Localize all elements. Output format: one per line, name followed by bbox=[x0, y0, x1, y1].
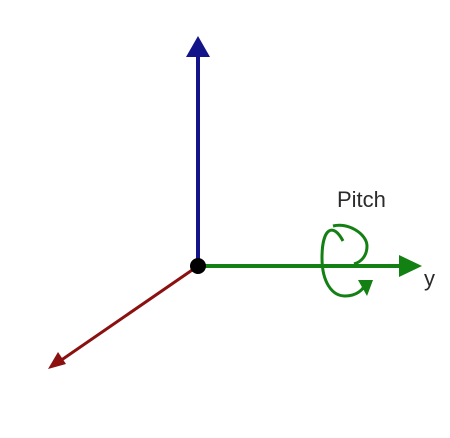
pitch-rotation-arrowhead bbox=[358, 280, 373, 296]
x-axis-arrowhead bbox=[48, 352, 66, 369]
y-axis-label: y bbox=[424, 266, 435, 291]
x-axis-line bbox=[59, 264, 199, 363]
z-axis bbox=[186, 36, 210, 266]
y-axis bbox=[198, 255, 422, 277]
pitch-rotation-back-arc bbox=[320, 228, 346, 298]
y-axis-arrowhead bbox=[399, 255, 422, 277]
origin-point bbox=[190, 258, 206, 274]
z-axis-arrowhead bbox=[186, 36, 210, 57]
pitch-label: Pitch bbox=[337, 187, 386, 212]
x-axis bbox=[48, 264, 199, 369]
pitch-rotation-front-arc bbox=[332, 223, 369, 266]
